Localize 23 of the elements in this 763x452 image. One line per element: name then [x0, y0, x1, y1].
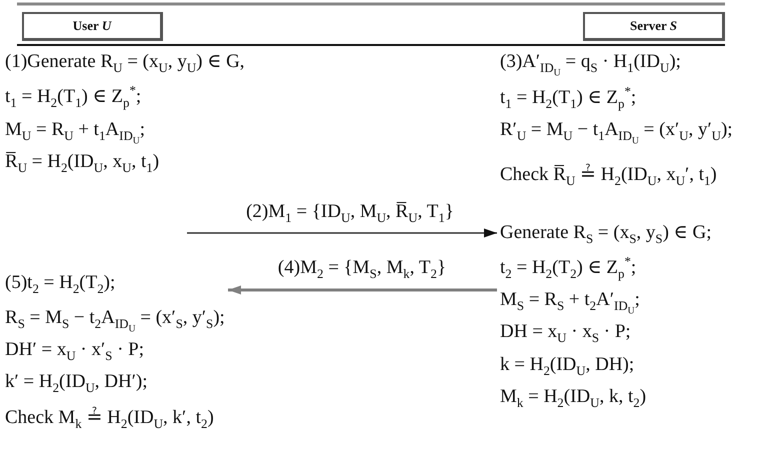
equation-line: t$_{2}$ = H$_{2}$(T$_{2}$) ∈ Z$_{p}$$^{*}$;: [500, 256, 636, 280]
equation-line: Check R̅$_{U}$ ≟ H$_{2}$(ID$_{U}$, x$_{U}$′, t$_{1}$): [500, 163, 717, 187]
equation-line: M$_{U}$ = R$_{U}$ + t$_{1}$A$_{ID}$$_{U}$;: [5, 118, 146, 142]
message-arrow: [187, 228, 497, 238]
equation-line: M$_{S}$ = R$_{S}$ + t$_{2}$A′$_{ID}$$_{U}$;: [500, 288, 640, 312]
equation-line: k = H$_{2}$(ID$_{U}$, DH);: [500, 353, 634, 377]
equation-line: R$_{S}$ = M$_{S}$ − t$_{2}$A$_{ID}$$_{U}$ = (x′$_{S}$, y′$_{S}$);: [5, 306, 225, 330]
equation-line: (1)Generate R$_{U}$ = (x$_{U}$, y$_{U}$) ∈ G,: [5, 50, 245, 74]
equation-line: Generate R$_{S}$ = (x$_{S}$, y$_{S}$) ∈ G;: [500, 221, 712, 245]
equation-line: R̅$_{U}$ = H$_{2}$(ID$_{U}$, x$_{U}$, t$_{1}$): [5, 150, 160, 174]
message-arrow: [228, 286, 497, 294]
equation-line: R′$_{U}$ = M$_{U}$ − t$_{1}$A$_{ID}$$_{U}$ = (x′$_{U}$, y′$_{U}$);: [500, 118, 733, 142]
participant-header: User U: [22, 12, 163, 41]
equation-line: (5)t$_{2}$ = H$_{2}$(T$_{2}$);: [5, 271, 116, 295]
equation-line: DH′ = x$_{U}$ · x′$_{S}$ · P;: [5, 338, 144, 362]
equation-line: t$_{1}$ = H$_{2}$(T$_{1}$) ∈ Z$_{p}$$^{*}$;: [5, 85, 142, 109]
equation-line: Check M$_{k}$ ≟ H$_{2}$(ID$_{U}$, k′, t$_{2}$): [5, 406, 214, 430]
equation-line: t$_{1}$ = H$_{2}$(T$_{1}$) ∈ Z$_{p}$$^{*}$;: [500, 86, 636, 110]
equation-line: (3)A′$_{ID}$$_{U}$ = q$_{S}$ · H$_{1}$(ID$_{U}$);: [500, 50, 681, 74]
equation-line: k′ = H$_{2}$(ID$_{U}$, DH′);: [5, 370, 148, 394]
equation-line: DH = x$_{U}$ · x$_{S}$ · P;: [500, 320, 631, 344]
equation-line: M$_{k}$ = H$_{2}$(ID$_{U}$, k, t$_{2}$): [500, 385, 646, 409]
participant-header: Server S: [583, 12, 725, 41]
